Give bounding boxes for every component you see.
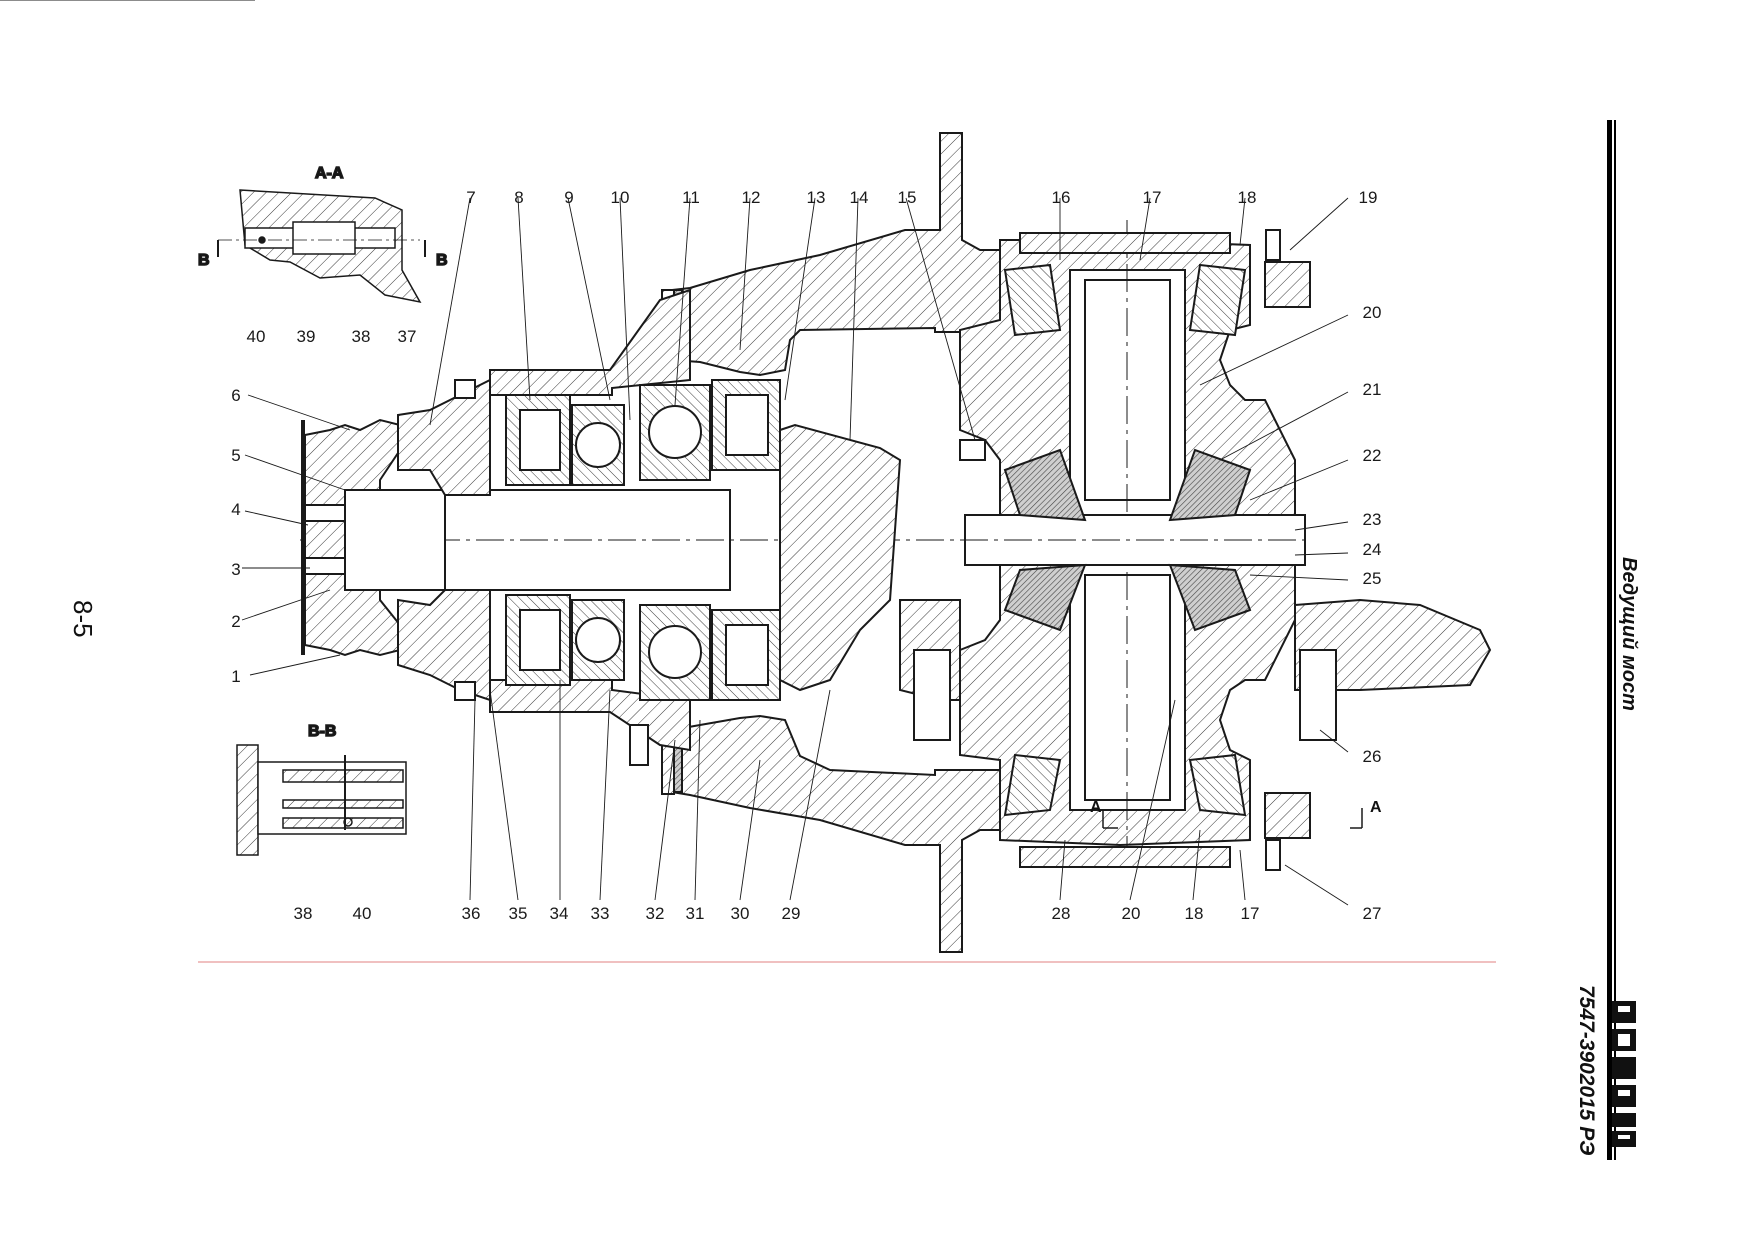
callout-28: 28 <box>1052 904 1071 923</box>
bolt-head-right-lower <box>1264 792 1311 839</box>
callout-6: 6 <box>231 386 240 405</box>
callout-24: 24 <box>1363 540 1382 559</box>
section-markers-a: А А <box>1090 799 1382 829</box>
callout-39: 39 <box>297 327 316 346</box>
callout-31: 31 <box>686 904 705 923</box>
flange-bolt-bottom <box>304 557 346 575</box>
diff-bearing-tl <box>1003 263 1062 337</box>
callout-numbers: 1 2 3 4 5 6 7 8 9 10 11 12 13 14 15 16 1… <box>231 188 1381 923</box>
satellite-left-top <box>1003 448 1087 522</box>
callout-17-top: 17 <box>1143 188 1162 207</box>
page-number: 8-5 <box>68 600 98 638</box>
callout-36: 36 <box>462 904 481 923</box>
bearings-upper <box>505 379 781 486</box>
callout-9: 9 <box>564 188 573 207</box>
section-aa-title: А-А <box>315 165 344 182</box>
callout-11: 11 <box>682 188 700 207</box>
section-view-bb: В-В <box>236 722 407 856</box>
section-view-aa: А-А В В <box>197 164 448 304</box>
seal-housing <box>397 378 491 496</box>
housing-lower <box>671 714 1001 953</box>
callout-17-bottom: 17 <box>1241 904 1260 923</box>
section-bb-plate <box>236 744 259 856</box>
section-title: Ведущий мост <box>1618 557 1640 711</box>
input-flange-hub <box>344 489 446 591</box>
bolts <box>454 229 1337 871</box>
main-assembly <box>300 132 1492 953</box>
callout-34: 34 <box>550 904 569 923</box>
callout-35: 35 <box>509 904 528 923</box>
callout-30: 30 <box>731 904 750 923</box>
callout-26: 26 <box>1363 747 1382 766</box>
callout-23: 23 <box>1363 510 1382 529</box>
leader-lines <box>0 0 1349 906</box>
callout-8: 8 <box>514 188 523 207</box>
callout-14: 14 <box>850 188 869 207</box>
callout-32: 32 <box>646 904 665 923</box>
callout-4: 4 <box>231 500 240 519</box>
housing-upper <box>671 132 1001 377</box>
document-code: 7547-3902015 РЭ <box>1575 985 1598 1156</box>
callout-27: 27 <box>1363 904 1382 923</box>
callout-40-aa: 40 <box>247 327 266 346</box>
callout-15: 15 <box>898 188 917 207</box>
callout-22: 22 <box>1363 446 1382 465</box>
satellite-right-top <box>1168 448 1252 522</box>
callout-3: 3 <box>231 560 240 579</box>
diff-bearing-tr <box>1188 263 1247 337</box>
brand-logo <box>1612 1001 1636 1147</box>
section-aa-marker-left: В <box>198 252 210 269</box>
marker-a-right: А <box>1370 799 1382 816</box>
callout-19: 19 <box>1359 188 1378 207</box>
drive-pinion <box>779 423 902 692</box>
callout-40-bb: 40 <box>353 904 372 923</box>
section-aa-marker-right: В <box>436 252 448 269</box>
edge-rule-thin <box>1614 120 1616 1160</box>
section-bb-title: В-В <box>308 723 336 740</box>
callout-10: 10 <box>611 188 630 207</box>
callout-25: 25 <box>1363 569 1382 588</box>
diff-bearing-br <box>1188 753 1247 817</box>
callout-2: 2 <box>231 612 240 631</box>
diff-bearing-bl <box>1003 753 1062 817</box>
callout-18-top: 18 <box>1238 188 1257 207</box>
edge-rule-thick <box>1607 120 1612 1160</box>
callout-21: 21 <box>1363 380 1382 399</box>
callout-16: 16 <box>1052 188 1071 207</box>
flange-bolt-top <box>304 504 346 522</box>
callout-7: 7 <box>466 188 475 207</box>
satellite-left-bottom <box>1003 563 1087 632</box>
marker-a-left: А <box>1090 799 1102 816</box>
callout-20-bottom: 20 <box>1122 904 1141 923</box>
bearings-lower <box>505 594 781 701</box>
callout-5: 5 <box>231 446 240 465</box>
top-nut-teeth <box>1019 232 1231 868</box>
callout-37: 37 <box>398 327 417 346</box>
callout-33: 33 <box>591 904 610 923</box>
satellite-right-bottom <box>1168 563 1252 632</box>
callout-38-aa: 38 <box>352 327 371 346</box>
callout-38-bb: 38 <box>294 904 313 923</box>
seal-housing-lower <box>397 589 491 702</box>
callout-12: 12 <box>742 188 761 207</box>
section-bb-rail-top <box>282 769 404 783</box>
section-bb-rail-mid <box>282 799 404 809</box>
section-bb-rail-bot <box>282 817 404 829</box>
bolt-head-right-upper <box>1264 261 1311 308</box>
callout-18-bottom: 18 <box>1185 904 1204 923</box>
callout-20-right: 20 <box>1363 303 1382 322</box>
callout-29: 29 <box>782 904 801 923</box>
section-aa-sleeve <box>292 221 356 255</box>
callout-1: 1 <box>231 667 240 686</box>
callout-13: 13 <box>807 188 826 207</box>
